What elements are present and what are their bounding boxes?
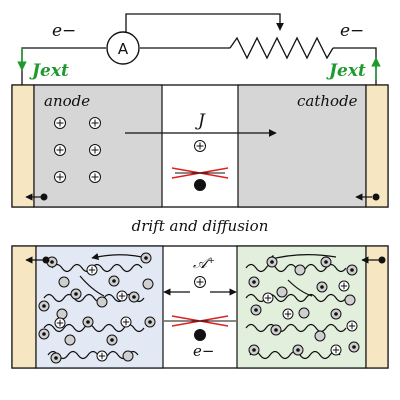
anode-region-bottom xyxy=(35,245,164,369)
ammeter-label: A xyxy=(118,40,129,58)
current-j-label: J xyxy=(195,111,206,131)
cation-icon xyxy=(89,117,101,129)
cation-species-label: 𝒜⁺ xyxy=(193,254,215,272)
separator-cation-bottom xyxy=(194,276,206,288)
top-cell xyxy=(11,84,389,208)
cation-icon xyxy=(54,171,66,183)
anode-particles xyxy=(38,252,156,364)
electron-label-right: e− xyxy=(340,21,364,41)
resistor-tap-wire xyxy=(125,13,284,34)
collector-electron-left-bottom xyxy=(25,256,50,264)
cation-icon xyxy=(89,171,101,183)
collector-electron-right xyxy=(355,193,380,201)
cation-icon xyxy=(54,117,66,129)
electron-species-label: e− xyxy=(193,342,214,360)
blocked-electron-top xyxy=(171,167,229,191)
anode-label: anode xyxy=(44,92,90,110)
blocked-electron-bottom xyxy=(164,315,236,341)
collector-electron-right-bottom xyxy=(361,256,386,264)
anode-current-collector-bottom xyxy=(11,245,37,369)
caption-drift-diffusion: drift and diffusion xyxy=(132,217,269,235)
anode-current-collector xyxy=(11,84,35,208)
cathode-region xyxy=(237,84,367,208)
anode-cations xyxy=(54,117,101,183)
collector-electron-left xyxy=(25,193,48,201)
jext-label-right: Jext xyxy=(326,61,366,81)
cathode-current-collector-bottom xyxy=(365,245,389,369)
cathode-label: cathode xyxy=(297,92,358,110)
electron-label-left: e− xyxy=(52,21,76,41)
cathode-particles xyxy=(248,256,360,356)
cation-icon xyxy=(54,144,66,156)
jext-label-left: Jext xyxy=(29,61,69,81)
separator-cation-icon xyxy=(194,140,206,152)
ammeter: A xyxy=(106,31,140,65)
cation-icon xyxy=(89,144,101,156)
cathode-current-collector xyxy=(365,84,389,208)
resistor-zigzag xyxy=(229,36,334,60)
